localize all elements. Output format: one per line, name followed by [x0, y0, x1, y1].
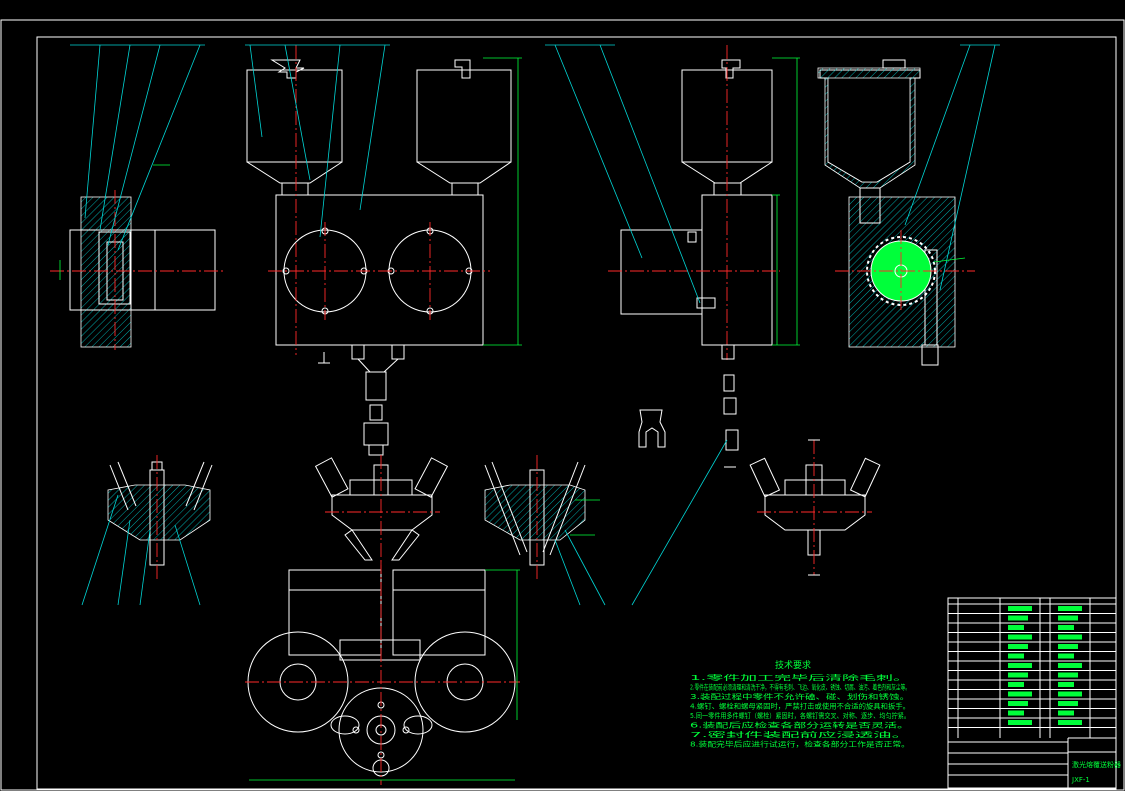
nozzle-head-view-1 [81, 455, 213, 606]
side-view-hopper [545, 44, 800, 606]
title-block: 激光熔覆送粉器 JXF-1 [947, 597, 1121, 789]
tech-requirement-item: 1.零件加工完毕后清除毛刺。 [690, 673, 910, 682]
bottom-view [245, 560, 520, 785]
nozzle-head-view-3 [484, 455, 606, 606]
tech-requirement-item: 4.螺钉、螺栓和螺母紧固时，严禁打击或使用不合适的旋具和扳手。 [690, 702, 910, 711]
drawing-frame [0, 19, 1125, 791]
drawing-title: 激光熔覆送粉器 [1072, 760, 1121, 769]
tech-requirement-item: 6.装配后应检查各部分运转是否灵活。 [690, 721, 910, 730]
tech-requirements-title: 技术要求 [775, 659, 811, 671]
side-section-view [50, 44, 225, 350]
nozzle-head-view-4 [749, 439, 881, 576]
tech-requirement-item: 8.装配完毕后应进行试运行，检查各部分工作是否正常。 [690, 740, 910, 749]
hopper-section-view [817, 44, 1000, 366]
tech-requirement-item: 7.密封件装配前应浸透油。 [690, 730, 910, 739]
nozzle-head-view-2 [314, 455, 449, 575]
tech-requirement-item: 5.同一零件用多件螺钉（螺栓）紧固时，各螺钉需交叉、对称、逐步、均匀拧紧。 [690, 711, 910, 720]
tech-requirements-list: 1.零件加工完毕后清除毛刺。2.零件在装配前必须清理和清洗干净，不得有毛刺、飞边… [690, 673, 910, 749]
tech-requirement-item: 3.装配过程中零件不允许磕、碰、划伤和锈蚀。 [690, 692, 910, 701]
front-view-dual-hopper [245, 44, 522, 456]
tech-requirement-item: 2.零件在装配前必须清理和清洗干净，不得有毛刺、飞边、氧化皮、锈蚀、切屑、油污、… [690, 683, 910, 692]
nozzle-detail [638, 409, 666, 448]
technical-requirements: 技术要求 1.零件加工完毕后清除毛刺。2.零件在装配前必须清理和清洗干净，不得有… [690, 659, 910, 749]
drawing-number: JXF-1 [1071, 776, 1090, 784]
